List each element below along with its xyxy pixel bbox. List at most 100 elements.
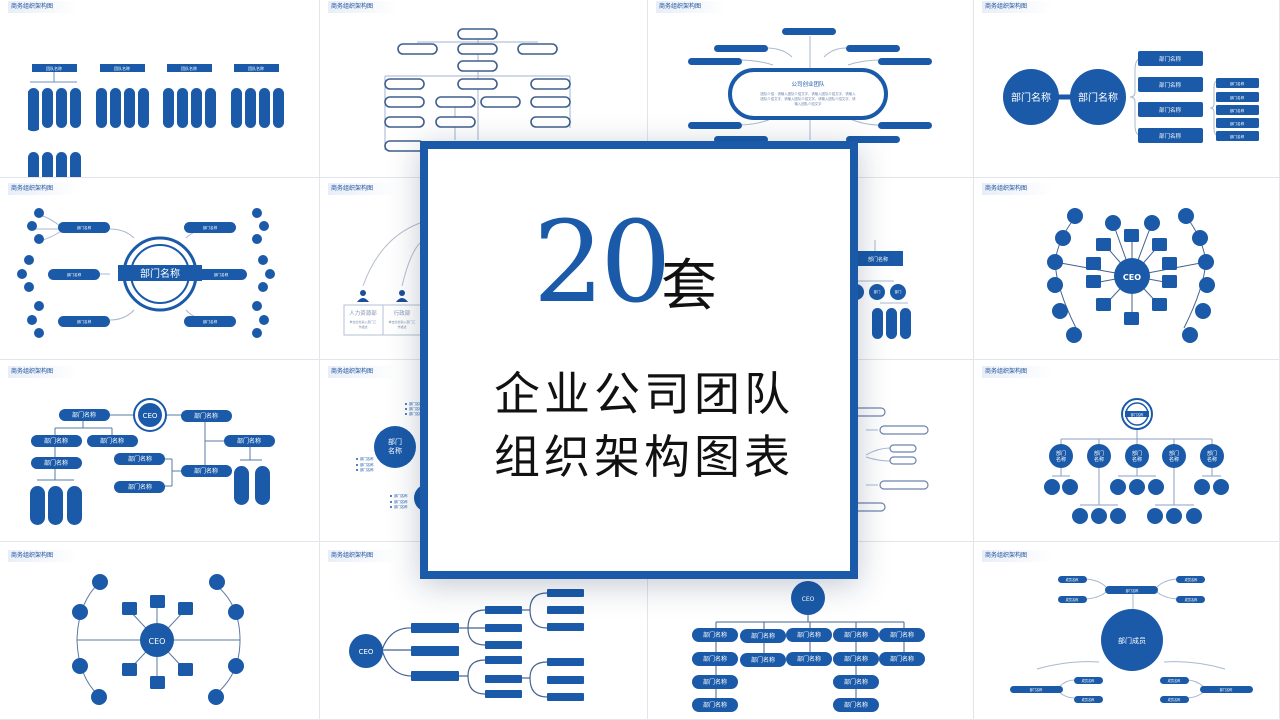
thumbnail-label: 商务组织架构图 (328, 550, 398, 562)
svg-text:单击此处输入部门工: 单击此处输入部门工 (388, 319, 415, 324)
thumbnail-label: 商务组织架构图 (328, 1, 398, 13)
svg-text:部门: 部门 (874, 289, 881, 294)
svg-text:部门名称: 部门名称 (703, 655, 727, 663)
thumbnail-double-circle-bracket: 商务组织架构图 部门名称 部门名称 部门名称部门名称部门名称部门名称 部门名称部… (974, 0, 1280, 178)
svg-text:名称: 名称 (388, 446, 402, 455)
title-line-2: 组织架构图表 (494, 430, 794, 484)
thumbnail-label: 商务组织架构图 (8, 366, 78, 378)
svg-text:CEO: CEO (143, 412, 158, 420)
svg-text:部门成员: 部门成员 (1118, 636, 1146, 645)
svg-text:部门名称: 部门名称 (194, 467, 218, 475)
outline-branches-diagram (847, 407, 929, 512)
svg-text:部门名称: 部门名称 (409, 401, 423, 406)
svg-text:人力资源部: 人力资源部 (349, 309, 377, 317)
svg-text:团队名称: 团队名称 (114, 65, 130, 71)
svg-text:部门名称: 部门名称 (140, 267, 180, 280)
set-unit: 套 (661, 254, 717, 319)
thumbnail-hexagon-ring: 商务组织架构图 部门名称 部门名称部门名称部门名称 部门名称部门名称部门名称 (0, 178, 320, 360)
svg-text:CEO: CEO (1123, 273, 1141, 282)
svg-text:部门: 部门 (388, 437, 402, 446)
svg-text:成员名称: 成员名称 (1185, 577, 1199, 582)
svg-text:部门名称: 部门名称 (703, 631, 727, 639)
mind-map-oval-diagram: 公司创业团队 团队介绍：请输入团队介绍文字，请输入团队介绍文字，请输入 团队介绍… (688, 28, 932, 143)
thumbnail-circle-tree: 商务组织架构图 部门名称 部门名称部门名称 部门名称部 (974, 360, 1280, 542)
svg-text:部门名称: 部门名称 (797, 655, 821, 663)
svg-text:部门名称: 部门名称 (703, 701, 727, 709)
svg-text:部门名称: 部门名称 (203, 319, 218, 324)
svg-text:部门名称: 部门名称 (868, 256, 888, 263)
svg-text:部门名称: 部门名称 (128, 483, 152, 491)
svg-text:部门名称: 部门名称 (394, 504, 408, 509)
svg-text:作描述: 作描述 (358, 324, 367, 329)
svg-text:部门: 部门 (1132, 450, 1142, 457)
team-columns-diagram: 团队名称 团队名称 团队名称 团队名称 (28, 64, 284, 177)
thumbnail-label: 商务组织架构图 (982, 366, 1052, 378)
svg-text:CEO: CEO (149, 637, 166, 646)
svg-text:团队名称: 团队名称 (181, 65, 197, 71)
thumbnail-ceo-radial-circles: 商务组织架构图 CEO (974, 178, 1280, 360)
svg-text:部门名称: 部门名称 (1230, 95, 1245, 100)
svg-text:部门名称: 部门名称 (77, 319, 92, 324)
svg-text:部门名称: 部门名称 (1230, 108, 1245, 113)
svg-text:部门名称: 部门名称 (128, 455, 152, 463)
svg-text:成员名称: 成员名称 (1082, 678, 1096, 683)
svg-text:部门名称: 部门名称 (890, 631, 914, 639)
svg-text:部门名称: 部门名称 (203, 225, 218, 230)
svg-text:成员名称: 成员名称 (1168, 678, 1182, 683)
svg-text:部门名称: 部门名称 (1126, 588, 1140, 593)
set-count: 20 (533, 198, 672, 328)
svg-text:名称: 名称 (1094, 456, 1104, 463)
svg-text:团队介绍：请输入团队介绍文字，请输入团队介绍文字，请输入: 团队介绍：请输入团队介绍文字，请输入团队介绍文字，请输入 (761, 91, 857, 96)
thumbnail-label: 商务组织架构图 (8, 183, 78, 195)
svg-text:部门名称: 部门名称 (394, 499, 408, 504)
ceo-arc-radial-diagram: CEO (72, 574, 244, 705)
svg-text:部门名称: 部门名称 (72, 411, 96, 419)
svg-text:部门名称: 部门名称 (751, 632, 775, 640)
svg-text:部门: 部门 (895, 289, 902, 294)
svg-text:部门名称: 部门名称 (1159, 81, 1182, 89)
svg-text:部门名称: 部门名称 (844, 678, 868, 686)
thumbnail-label: 商务组织架构图 (656, 1, 726, 13)
svg-text:部门名称: 部门名称 (890, 655, 914, 663)
svg-text:团队名称: 团队名称 (46, 65, 62, 71)
bar-tree-diagram: 部门名称 部门 部门 (846, 240, 911, 339)
svg-text:团队名称: 团队名称 (248, 65, 264, 71)
ceo-horizontal-tree-diagram: CEO (349, 589, 584, 701)
svg-text:部门: 部门 (1056, 450, 1066, 457)
svg-text:部门名称: 部门名称 (67, 272, 82, 277)
ceo-columns-diagram: CEO 部门名称部门名称部门名称部门名称部门名称 部门名称部门名称部门名称部门名… (692, 581, 925, 712)
svg-text:CEO: CEO (802, 596, 815, 603)
svg-text:部门: 部门 (1207, 450, 1217, 457)
svg-text:部门名称: 部门名称 (844, 631, 868, 639)
svg-text:部门名称: 部门名称 (1159, 106, 1182, 114)
svg-text:部门名称: 部门名称 (797, 631, 821, 639)
svg-text:部门名称: 部门名称 (1078, 91, 1118, 104)
svg-text:部门名称: 部门名称 (844, 655, 868, 663)
svg-text:部门名称: 部门名称 (237, 437, 261, 445)
svg-text:部门名称: 部门名称 (1230, 134, 1245, 139)
svg-text:名称: 名称 (1056, 456, 1066, 463)
thumbnail-label: 商务组织架构图 (8, 550, 78, 562)
svg-text:名称: 名称 (1169, 456, 1179, 463)
thumbnail-ceo-hierarchy: 商务组织架构图 CEO 部门名称部门名称 (0, 360, 320, 542)
svg-text:部门名称: 部门名称 (77, 225, 92, 230)
svg-text:部门名称: 部门名称 (394, 493, 408, 498)
thumbnail-team-columns: 商务组织架构图 团队名称团队名称团队名称团队名称 (0, 0, 320, 178)
svg-text:团队介绍文字，请输入团队介绍文字，请输入团队介绍文字，请: 团队介绍文字，请输入团队介绍文字，请输入团队介绍文字，请 (761, 96, 857, 101)
svg-text:部门名称: 部门名称 (1159, 55, 1182, 63)
svg-text:公司创业团队: 公司创业团队 (791, 80, 825, 88)
svg-text:部门名称: 部门名称 (1230, 81, 1245, 86)
thumbnail-label: 商务组织架构图 (982, 183, 1052, 195)
svg-text:部门名称: 部门名称 (44, 437, 68, 445)
thumbnail-label: 商务组织架构图 (982, 550, 1052, 562)
svg-text:作描述: 作描述 (397, 324, 406, 329)
svg-text:行政部: 行政部 (394, 309, 411, 317)
svg-text:部门名称: 部门名称 (703, 678, 727, 686)
thumbnail-member-circle: 商务组织架构图 部门成员 部门名称部门名称部门名称 成员名称成员名称成员名称成员… (974, 542, 1280, 720)
svg-text:部门名称: 部门名称 (360, 456, 374, 461)
svg-text:部门名称: 部门名称 (1030, 687, 1044, 692)
svg-text:部门名称: 部门名称 (214, 272, 229, 277)
title-card: 20 套 企业公司团队 组织架构图表 (420, 141, 858, 579)
